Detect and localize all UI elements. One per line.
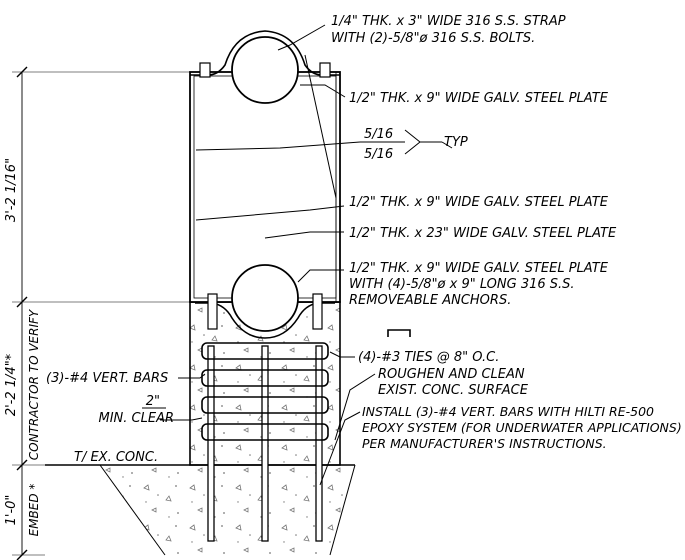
tie-3: [201, 396, 329, 414]
weld-size-bottom: 5/16: [364, 147, 393, 162]
pipe-top: [231, 36, 299, 104]
strap-top: [190, 30, 340, 76]
existing-concrete-mass: [100, 465, 355, 555]
anchor-bolt-right: [312, 293, 323, 330]
install-note-line1: INSTALL (3)-#4 VERT. BARS WITH HILTI RE-…: [362, 404, 654, 419]
anchor-bolt-left: [207, 293, 218, 330]
existing-concrete-break-right: [329, 464, 356, 556]
existing-concrete-break-left: [99, 464, 166, 556]
vert-bar-3: [315, 345, 323, 542]
dim-lower-note: EMBED *: [27, 484, 41, 537]
base-plate-note-line2: WITH (4)-5/8"ø x 9" LONG 316 S.S.: [349, 277, 575, 292]
dim-upper: 3'-2 1/16": [4, 158, 19, 222]
tie-4: [201, 423, 329, 441]
clear-value: 2": [146, 394, 160, 409]
base-plate-note-line1: 1/2" THK. x 9" WIDE GALV. STEEL PLATE: [349, 261, 609, 276]
roughen-note-line2: EXIST. CONC. SURFACE: [378, 383, 529, 398]
install-note-line3: PER MANUFACTURER'S INSTRUCTIONS.: [362, 436, 607, 451]
vert-bar-2: [261, 345, 269, 542]
plate-side-note: 1/2" THK. x 9" WIDE GALV. STEEL PLATE: [349, 195, 609, 210]
weld-symbol: [360, 129, 453, 155]
dimension-string: [12, 66, 190, 560]
dim-middle: 2'-2 1/4"*: [4, 353, 19, 416]
rebar-ties: [201, 342, 329, 441]
vert-bar-1: [207, 345, 215, 542]
leader-lines: [160, 24, 376, 486]
vertical-bars: [207, 345, 323, 542]
roughen-note-line1: ROUGHEN AND CLEAN: [378, 367, 525, 382]
vert-bars-note: (3)-#4 VERT. BARS: [46, 371, 168, 386]
plate-back-note: 1/2" THK. x 23" WIDE GALV. STEEL PLATE: [349, 226, 617, 241]
saddle-plate: [195, 302, 335, 339]
tie-1: [201, 342, 329, 360]
base-plate-note-line3: REMOVEABLE ANCHORS.: [349, 293, 511, 308]
existing-concrete-label: T/ EX. CONC.: [74, 450, 158, 465]
tie-symbol: [387, 329, 411, 337]
strap-note-line2: WITH (2)-5/8"ø 316 S.S. BOLTS.: [331, 31, 535, 46]
pipe-bottom: [231, 264, 299, 332]
weld-note: TYP: [444, 135, 468, 150]
bolt-top-left: [199, 62, 211, 78]
dim-middle-note: CONTRACTOR TO VERIFY: [27, 308, 41, 460]
bolt-top-right: [319, 62, 331, 78]
ties-note: (4)-#3 TIES @ 8" O.C.: [358, 350, 499, 365]
steel-plate-frame: [189, 71, 341, 303]
install-note-line2: EPOXY SYSTEM (FOR UNDERWATER APPLICATION…: [362, 420, 682, 435]
strap-note-line1: 1/4" THK. x 3" WIDE 316 S.S. STRAP: [331, 14, 566, 29]
weld-size-top: 5/16: [364, 127, 393, 142]
plate-top-note: 1/2" THK. x 9" WIDE GALV. STEEL PLATE: [349, 91, 609, 106]
tie-2: [201, 369, 329, 387]
clear-label: MIN. CLEAR: [99, 411, 175, 426]
dim-lower: 1'-0": [4, 495, 19, 526]
